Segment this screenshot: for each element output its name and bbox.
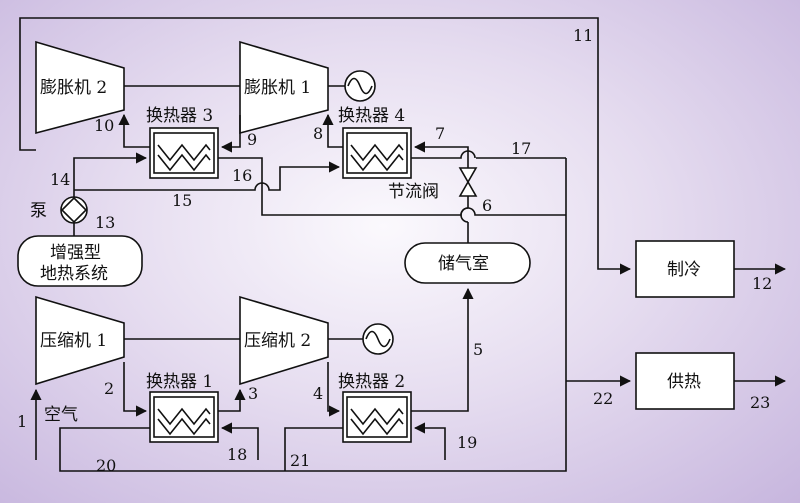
- stream-2: 2: [104, 379, 114, 398]
- heat-exchanger-1: [149, 391, 219, 443]
- compressor-1-label: 压缩机 1: [40, 331, 107, 351]
- stream-8: 8: [313, 124, 323, 143]
- storage-label: 储气室: [438, 254, 489, 274]
- stream-16: 16: [232, 166, 252, 185]
- air-label: 空气: [44, 405, 78, 425]
- stream-12: 12: [752, 274, 772, 293]
- stream-22: 22: [593, 389, 613, 408]
- compressor-2: [239, 295, 329, 386]
- expander-1-label: 膨胀机 1: [244, 78, 311, 98]
- heat-exchanger-2: [342, 391, 412, 443]
- stream-23: 23: [750, 393, 770, 412]
- stream-19: 19: [457, 433, 477, 452]
- heating-label: 供热: [667, 372, 701, 392]
- stream-1: 1: [17, 412, 27, 431]
- stream-11: 11: [573, 26, 593, 45]
- geothermal-label-2: 地热系统: [40, 264, 108, 284]
- stream-7: 7: [435, 124, 445, 143]
- cooling-label: 制冷: [667, 260, 701, 280]
- hx3-label: 换热器 3: [146, 106, 213, 126]
- stream-4: 4: [313, 384, 323, 403]
- stream-3: 3: [248, 384, 258, 403]
- stream-10: 10: [94, 116, 114, 135]
- hx4-label: 换热器 4: [338, 106, 405, 126]
- stream-20: 20: [96, 456, 116, 475]
- stream-14: 14: [50, 170, 70, 189]
- geothermal-label-1: 增强型: [50, 243, 101, 263]
- hx2-label: 换热器 2: [338, 372, 405, 392]
- heating-unit: [635, 352, 735, 410]
- stream-13: 13: [95, 213, 115, 232]
- compressor-1: [35, 295, 125, 386]
- cooling-unit: [635, 240, 735, 298]
- stream-21: 21: [290, 451, 310, 470]
- expander-2-label: 膨胀机 2: [40, 78, 107, 98]
- pump-label: 泵: [30, 201, 47, 221]
- compressor-2-label: 压缩机 2: [244, 331, 311, 351]
- expander-2: [35, 40, 125, 135]
- stream-15: 15: [172, 191, 192, 210]
- stream-5: 5: [473, 340, 483, 359]
- heat-exchanger-4: [342, 127, 412, 179]
- expander-1: [239, 40, 329, 135]
- stream-17: 17: [511, 139, 531, 158]
- throttle-valve: [458, 167, 478, 197]
- hx1-label: 换热器 1: [146, 372, 213, 392]
- stream-9: 9: [247, 130, 257, 149]
- throttle-label: 节流阀: [388, 182, 439, 202]
- geothermal-system: [17, 235, 143, 287]
- stream-18: 18: [227, 445, 247, 464]
- stream-6: 6: [482, 196, 492, 215]
- heat-exchanger-3: [149, 127, 219, 179]
